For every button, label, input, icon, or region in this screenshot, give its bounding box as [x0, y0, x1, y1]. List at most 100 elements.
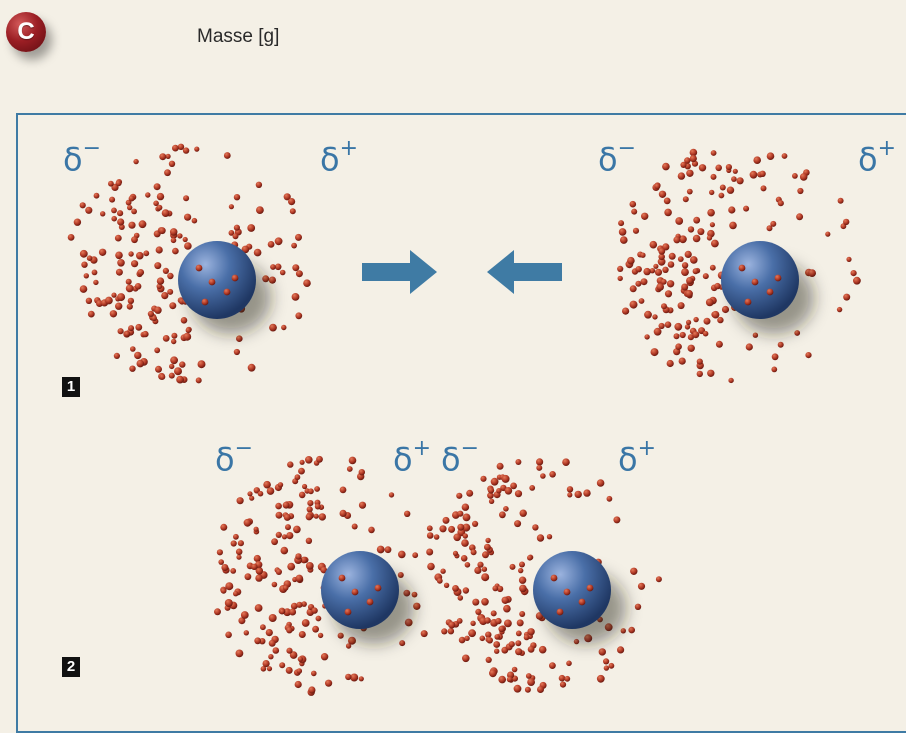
electron-dot — [690, 256, 698, 264]
electron-dot — [662, 243, 670, 251]
electron-dot — [474, 566, 482, 575]
electron-dot — [291, 242, 297, 249]
electron-dot — [686, 188, 693, 195]
electron-dot — [525, 673, 532, 679]
electron-dot — [171, 332, 178, 339]
electron-dot — [79, 202, 86, 209]
electron-dot — [466, 489, 474, 497]
electron-dot — [115, 180, 122, 187]
electron-dot — [749, 170, 758, 179]
electron-dot — [83, 273, 90, 279]
electron-dot — [111, 215, 117, 222]
electron-dot — [470, 549, 477, 556]
electron-dot — [515, 640, 522, 647]
electron-dot — [462, 513, 471, 522]
electron-dot — [460, 555, 468, 562]
electron-dot — [87, 310, 95, 318]
electron-dot — [850, 270, 857, 277]
electron-dot — [358, 676, 364, 682]
electron-dot — [439, 525, 447, 533]
electron-dot — [661, 303, 667, 310]
electron-dot — [73, 218, 82, 226]
electron-dot — [177, 233, 183, 239]
electron-dot — [256, 206, 264, 215]
electron-dot — [566, 486, 574, 493]
electron-dot — [296, 601, 303, 608]
electron-dot — [629, 300, 638, 309]
electron-dot — [481, 573, 490, 582]
electron-dot — [846, 256, 852, 262]
electron-dot — [176, 375, 185, 384]
electron-dot — [464, 635, 470, 641]
electron-dot — [644, 334, 650, 340]
electron-dot — [707, 369, 715, 377]
electron-dot — [523, 634, 530, 641]
electron-dot — [180, 317, 188, 324]
electron-dot — [374, 584, 382, 592]
electron-dot — [687, 226, 695, 233]
electron-dot — [706, 235, 713, 241]
electron-dot — [677, 256, 684, 262]
electron-dot — [760, 185, 767, 192]
electron-dot — [457, 510, 464, 517]
electron-dot — [214, 608, 221, 616]
electron-dot — [167, 288, 174, 295]
electron-dot — [253, 526, 259, 532]
electron-dot — [295, 270, 303, 278]
electron-dot — [635, 266, 642, 273]
electron-dot — [67, 234, 75, 241]
electron-dot — [583, 489, 591, 497]
electron-dot — [117, 259, 125, 267]
electron-dot — [508, 641, 515, 648]
arrow-left-icon — [487, 250, 562, 294]
electron-dot — [461, 539, 469, 547]
electron-dot — [161, 292, 169, 300]
electron-dot — [305, 562, 314, 570]
electron-dot — [295, 233, 302, 241]
electron-dot — [129, 365, 136, 372]
electron-dot — [456, 492, 463, 499]
electron-dot — [247, 224, 256, 232]
electron-dot — [527, 555, 533, 561]
electron-dot — [462, 523, 471, 532]
arrow-right-icon — [362, 250, 437, 294]
electron-dot — [503, 604, 511, 613]
electron-cloud — [214, 455, 435, 696]
electron-dot — [79, 249, 88, 258]
electron-dot — [426, 525, 433, 532]
electron-dot — [484, 543, 491, 551]
electron-dot — [495, 617, 502, 625]
electron-dot — [300, 556, 308, 564]
electron-dot — [162, 267, 169, 274]
electron-dot — [684, 324, 691, 330]
electron-dot — [603, 665, 610, 671]
electron-dot — [344, 608, 352, 616]
electron-dot — [622, 307, 630, 315]
electron-dot — [805, 352, 812, 359]
electron-dot — [247, 491, 253, 497]
electron-dot — [358, 469, 365, 476]
electron-dot — [484, 617, 491, 624]
electron-dot — [536, 534, 545, 542]
electron-dot — [153, 200, 159, 207]
electron-dot — [477, 561, 484, 568]
electron-dot — [289, 608, 297, 616]
c-badge-icon: C — [6, 12, 46, 52]
electron-dot — [233, 194, 241, 201]
electron-dot — [464, 562, 471, 568]
electron-dot — [717, 316, 724, 324]
electron-dot — [752, 332, 759, 338]
electron-dot — [578, 598, 586, 606]
electron-dot — [286, 532, 294, 540]
electron-dot — [745, 343, 753, 351]
electron-dot — [638, 298, 645, 304]
electron-dot — [596, 479, 605, 487]
electron-dot — [257, 490, 264, 497]
electron-dot — [282, 585, 289, 591]
electron-dot — [710, 150, 717, 156]
electron-dot — [135, 323, 143, 331]
electron-dot — [253, 554, 261, 563]
electron-dot — [618, 220, 625, 227]
electron-dot — [653, 327, 662, 336]
electron-dot — [426, 548, 434, 556]
